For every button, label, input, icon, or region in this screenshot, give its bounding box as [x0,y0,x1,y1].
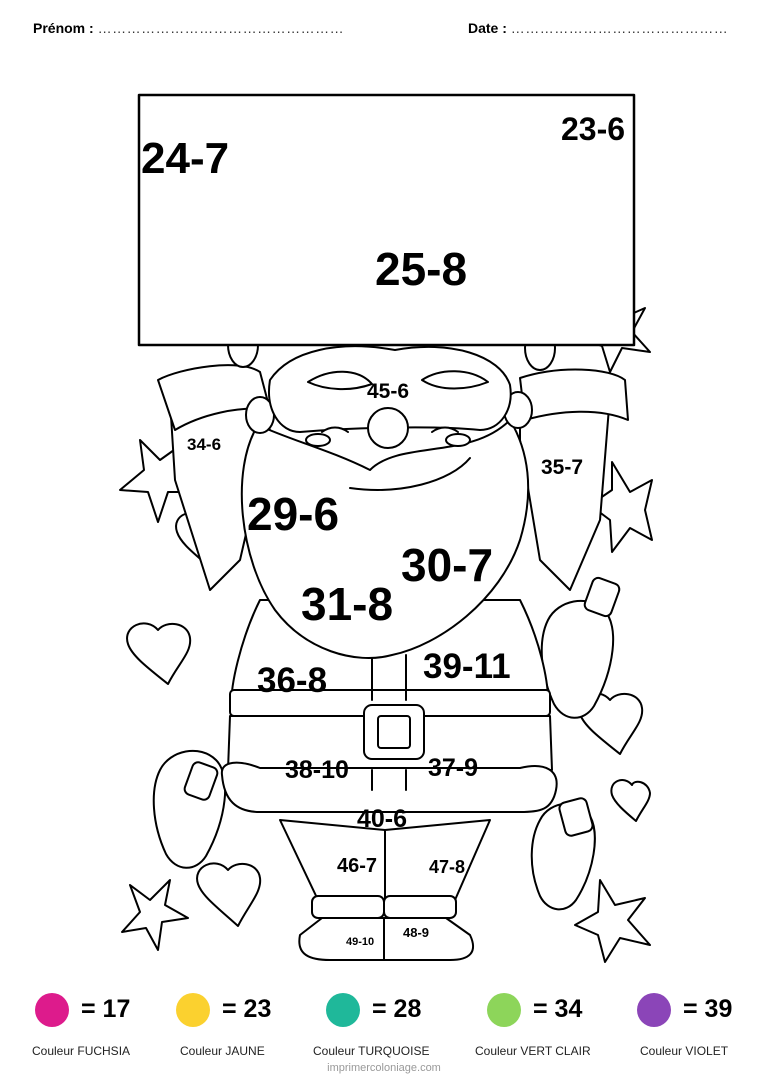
problem-coat-left: 36-8 [257,661,328,700]
star-shape [574,879,651,963]
problem-beard-right: 30-7 [401,539,494,591]
legend-color-name: Couleur JAUNE [180,1044,265,1058]
heart-shape [126,622,192,685]
problem-belt-right: 37-9 [428,754,479,782]
santa-legs [279,819,491,961]
name-dots: …………………………………………… [97,20,345,36]
name-label: Prénom : [33,20,94,36]
heart-shape [196,862,262,927]
problem-belt-left: 38-10 [285,756,349,784]
left-eye [321,426,349,433]
problem-leg-left: 46-7 [337,855,378,877]
santa-arms [157,322,629,591]
problem-left-arm: 34-6 [187,435,222,454]
left-boot [298,917,385,961]
coat-hem [220,761,558,813]
color-swatch [176,993,210,1027]
legend-value: = 39 [683,995,733,1023]
legend-color-name: Couleur TURQUOISE [313,1044,430,1058]
background-hearts [126,511,651,927]
heart-shape [610,779,651,822]
star-shape [121,879,189,951]
santa-smile [349,457,471,491]
legend-color-name: Couleur VERT CLAIR [475,1044,591,1058]
legend-value: = 23 [222,995,272,1023]
problem-beard-left: 29-6 [247,488,340,540]
light-bulb-cap [583,576,621,618]
problem-coat-right: 39-11 [423,647,511,686]
santa-beard [240,419,530,659]
right-cheek [445,433,471,447]
left-cheek [305,433,331,447]
right-boot [383,917,475,961]
left-eyebrow [307,370,373,391]
problem-leg-right: 47-8 [429,857,466,877]
date-field[interactable]: Date : ……………………………………… [468,20,728,36]
legend-color-name: Couleur FUCHSIA [32,1044,131,1058]
light-bulb-cap [558,797,594,837]
left-boot-top [311,895,385,919]
santa-nose [367,407,409,449]
date-dots: ……………………………………… [510,20,729,36]
legend-color-name: Couleur VIOLET [640,1044,729,1058]
right-eye [431,426,459,433]
color-swatch [637,993,671,1027]
right-eyebrow [421,370,489,390]
background-light-bulbs [152,576,621,911]
problem-right-arm: 35-7 [541,456,584,479]
right-boot-top [383,895,457,919]
problem-beard-center: 31-8 [301,578,394,630]
problem-boot-left: 49-10 [346,936,375,948]
problem-sign-center: 25-8 [375,243,468,295]
name-field[interactable]: Prénom : …………………………………………… [33,20,344,36]
problem-sign-right: 23-6 [561,111,626,147]
right-sleeve-cuff [519,368,629,421]
problem-sign-left: 24-7 [141,134,230,183]
date-label: Date : [468,20,507,36]
color-swatch [35,993,69,1027]
light-bulb-cap [183,761,219,801]
hat-fur [268,345,512,433]
problem-boot-right: 48-9 [403,925,430,940]
legend-value: = 34 [533,995,583,1023]
right-arm [519,394,611,591]
sign-board [137,93,636,347]
santa-head [245,345,533,449]
site-footer: imprimercoloniage.com [327,1062,441,1074]
belt-buckle-inner [377,715,411,749]
legend-value: = 17 [81,995,131,1023]
color-swatch [326,993,360,1027]
color-swatch [487,993,521,1027]
problem-coat-hem: 40-6 [357,805,408,833]
legend-value: = 28 [372,995,422,1023]
problem-hat: 45-6 [367,380,410,403]
